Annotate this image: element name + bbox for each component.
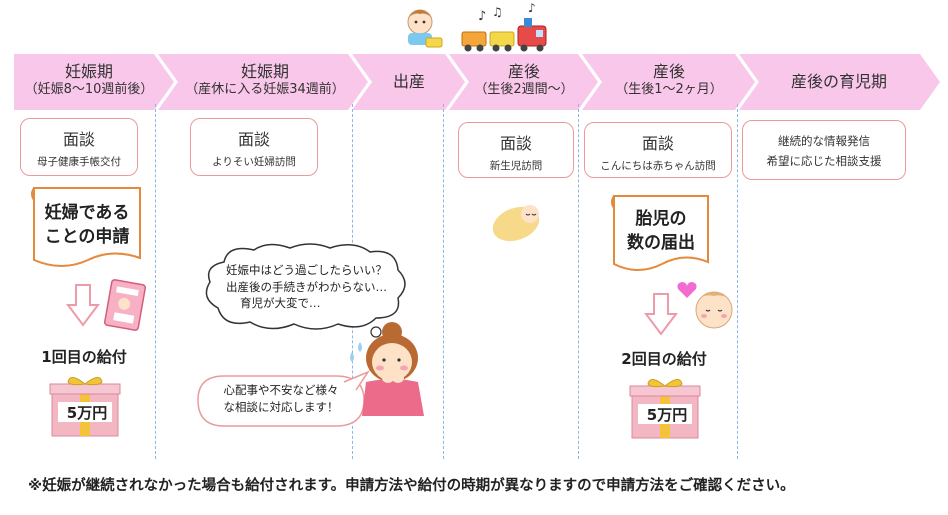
stage-label-2: 妊娠期 （産休に入る妊娠34週前）	[172, 62, 358, 98]
stage-chevron-5	[582, 54, 755, 110]
interview-title: 面談	[499, 134, 532, 153]
worried-mother-icon	[350, 322, 424, 416]
grant-1-amount: 5万円	[66, 404, 108, 422]
stage-subtitle: （生後1～2ヶ月）	[615, 82, 723, 97]
stage-title: 妊娠期	[64, 62, 113, 81]
application-line-1: 胎児の	[635, 209, 687, 229]
interview-box-2: 面談 よりそい妊婦訪問	[190, 118, 318, 176]
stage-label-4: 産後 （生後2週間～）	[462, 62, 586, 98]
maternity-handbook-icon	[104, 279, 147, 331]
stage-band: ♪ ♫ ♪	[14, 1, 940, 110]
interview-subtitle: よりそい妊婦訪問	[212, 156, 296, 168]
stage-divider	[155, 104, 156, 459]
stage-chevron-2	[158, 54, 368, 110]
worry-line-3: 育児が大変で…	[240, 296, 321, 311]
worry-bubble-shape	[205, 243, 406, 345]
swaddled-baby-icon	[492, 205, 540, 242]
interview-box-4: 面談 こんにちは赤ちゃん訪問	[584, 122, 732, 178]
application-line-1: 妊婦である	[44, 203, 130, 223]
grant-1-label: 1回目の給付	[41, 348, 127, 366]
interview-subtitle: 母子健康手帳交付	[37, 156, 121, 168]
support-line-2: 希望に応じた相談支援	[766, 154, 882, 168]
application-line-2: 数の届出	[627, 233, 695, 253]
worry-bubble: 妊娠中はどう過ごしたらいい？ 出産後の手続きがわからない… 育児が大変で…	[226, 262, 406, 312]
heart-icon	[677, 282, 697, 298]
interview-title: 面談	[62, 130, 95, 149]
baby-toy-icon	[407, 9, 443, 48]
support-box: 継続的な情報発信 希望に応じた相談支援	[742, 120, 906, 180]
stage-chevron-6	[739, 54, 940, 110]
footer-note: ※妊娠が継続されなかった場合も給付されます。申請方法や給付の時期が異なりますので…	[28, 478, 795, 494]
gift-box-icon	[49, 377, 121, 437]
consult-line-2: な相談に対応します！	[223, 399, 339, 414]
interview-title: 面談	[237, 130, 270, 149]
stage-label-1: 妊娠期 （妊娠8～10週前後）	[14, 62, 164, 98]
stage-subtitle: （生後2週間～）	[474, 82, 574, 97]
stage-divider	[578, 104, 579, 459]
consult-bubble: 心配事や不安など様々 な相談に対応します！	[206, 382, 356, 415]
stage-chevron-3	[352, 54, 465, 110]
stage-title: 出産	[392, 72, 425, 91]
application-line-2: ことの申請	[44, 227, 130, 247]
toy-train-icon	[461, 18, 547, 52]
stage-title: 妊娠期	[240, 62, 289, 81]
music-note-icon: ♪ ♫ ♪	[478, 1, 536, 24]
stage-chevron-4	[449, 54, 598, 110]
gift-box-icon	[629, 379, 701, 439]
down-arrow-icon	[66, 284, 100, 327]
down-arrow-icon	[644, 293, 678, 336]
stage-title: 産後	[652, 62, 685, 81]
stage-chevron-1	[14, 54, 174, 110]
stage-title: 産後	[507, 62, 540, 81]
stage-label-6: 産後の育児期	[754, 72, 924, 92]
consult-bubble-shape	[197, 370, 370, 427]
svg-text:♫: ♫	[492, 5, 503, 19]
baby-face-icon	[695, 291, 733, 329]
interview-box-1: 面談 母子健康手帳交付	[20, 118, 138, 176]
svg-text:♪: ♪	[478, 9, 486, 24]
grant-2-label: 2回目の給付	[621, 350, 707, 368]
interview-box-3: 面談 新生児訪問	[458, 122, 574, 178]
support-line-1: 継続的な情報発信	[778, 134, 870, 148]
application-scroll-2: 胎児の 数の届出	[608, 192, 714, 276]
stage-divider	[737, 104, 738, 459]
stage-label-3: 出産	[366, 72, 452, 92]
svg-text:♪: ♪	[528, 1, 536, 15]
worry-line-1: 妊娠中はどう過ごしたらいい？	[226, 263, 387, 277]
stage-subtitle: （産休に入る妊娠34週前）	[185, 82, 345, 97]
interview-subtitle: 新生児訪問	[489, 160, 543, 172]
worry-line-2: 出産後の手続きがわからない…	[226, 279, 387, 294]
interview-subtitle: こんにちは赤ちゃん訪問	[600, 160, 716, 172]
stage-label-5: 産後 （生後1～2ヶ月）	[596, 62, 742, 98]
consult-line-1: 心配事や不安など様々	[223, 383, 339, 397]
interview-title: 面談	[641, 134, 674, 153]
grant-2-amount: 5万円	[646, 406, 688, 424]
stage-title: 産後の育児期	[790, 72, 887, 91]
application-scroll-1: 妊婦である ことの申請	[28, 184, 146, 272]
stage-divider	[443, 104, 444, 459]
stage-subtitle: （妊娠8～10週前後）	[24, 82, 154, 97]
